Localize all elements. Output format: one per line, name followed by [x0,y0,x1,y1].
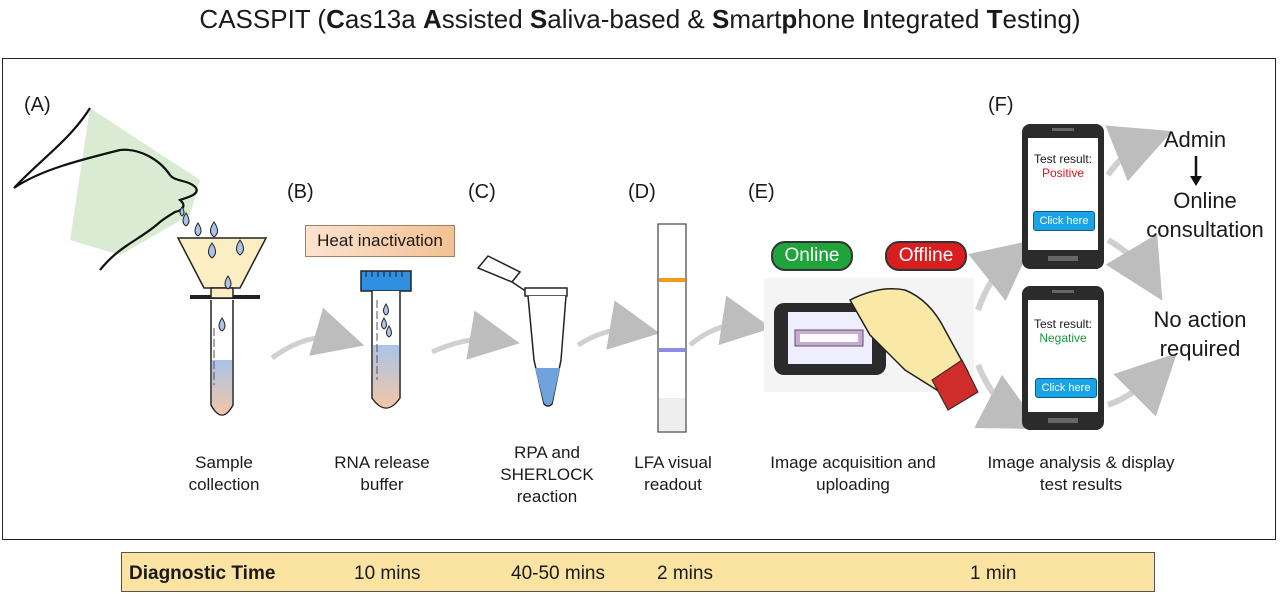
title-part: p [781,4,798,34]
arrow-a-b [270,307,365,361]
smartphone-capture-icon [764,278,979,411]
title-part: mart [729,4,782,34]
panel-e-letter: (E) [748,181,775,203]
arrow-to-admin [1105,125,1173,182]
heat-inactivation-label: Heat inactivation [305,225,455,257]
title-part: ntegrated [869,4,987,34]
phone1-label: Test result: [1033,152,1093,166]
buffer-tube-icon [360,270,412,409]
title-part: esting) [1002,4,1081,34]
title-part: aliva-based & [547,4,712,34]
online-consult-line2: consultation [1146,217,1264,242]
phone-negative-icon [1022,286,1104,430]
offline-badge: Offline [885,241,967,271]
title-part: T [986,4,1003,34]
arrow-e-f-bottom [974,363,1042,430]
title-part: S [529,4,548,34]
no-action-line2: required [1159,336,1241,361]
title-part: ssisted [441,4,530,34]
arrow-e-f-top [968,240,1034,311]
time-analysis: 1 min [970,563,1017,584]
panel-c-letter: (C) [468,181,496,203]
collection-tube-icon [176,237,268,416]
arrow-c-d [576,300,660,350]
panel-b-letter: (B) [287,181,314,203]
diagram-frame [2,58,1276,540]
arrow-d-e [688,295,772,347]
title-part: as13a [344,4,423,34]
phone-positive-icon [1022,124,1104,269]
online-badge: Online [771,241,853,271]
time-readout: 2 mins [657,563,713,584]
title-part: S [712,4,730,34]
lfa-strip-icon [657,223,687,433]
figure-title: CASSPIT (Cas13a Assisted Saliva-based & … [0,4,1280,35]
title-part: hone [797,4,863,34]
time-reaction: 40-50 mins [511,563,605,584]
phone1-result: Positive [1041,166,1085,180]
phone2-label: Test result: [1033,317,1093,331]
arrow-to-no-action-bottom [1106,353,1177,417]
title-part: CASSPIT ( [199,4,327,34]
arrow-b-c [430,310,520,360]
saliva-drops [179,206,244,332]
no-action-line1: No action [1153,307,1247,332]
phone2-result: Negative [1039,331,1087,345]
time-sample: 10 mins [354,563,421,584]
admin-label: Admin [1163,127,1227,152]
title-part: A [422,4,442,34]
phone2-click-button[interactable]: Click here [1035,378,1097,398]
online-consult-line1: Online [1173,188,1237,213]
diagnostic-time-bar [121,552,1155,592]
panel-d-letter: (D) [628,181,656,203]
phone1-click-button[interactable]: Click here [1033,211,1095,231]
title-part: I [862,4,870,34]
arrow-to-no-action-top [1105,233,1163,301]
panel-f-letter: (F) [988,94,1014,116]
reaction-tube-icon [476,255,568,407]
face-profile-icon [13,107,200,271]
panel-a-letter: (A) [24,94,51,116]
title-part: C [326,4,345,34]
diagnostic-time-label: Diagnostic Time [129,563,276,584]
